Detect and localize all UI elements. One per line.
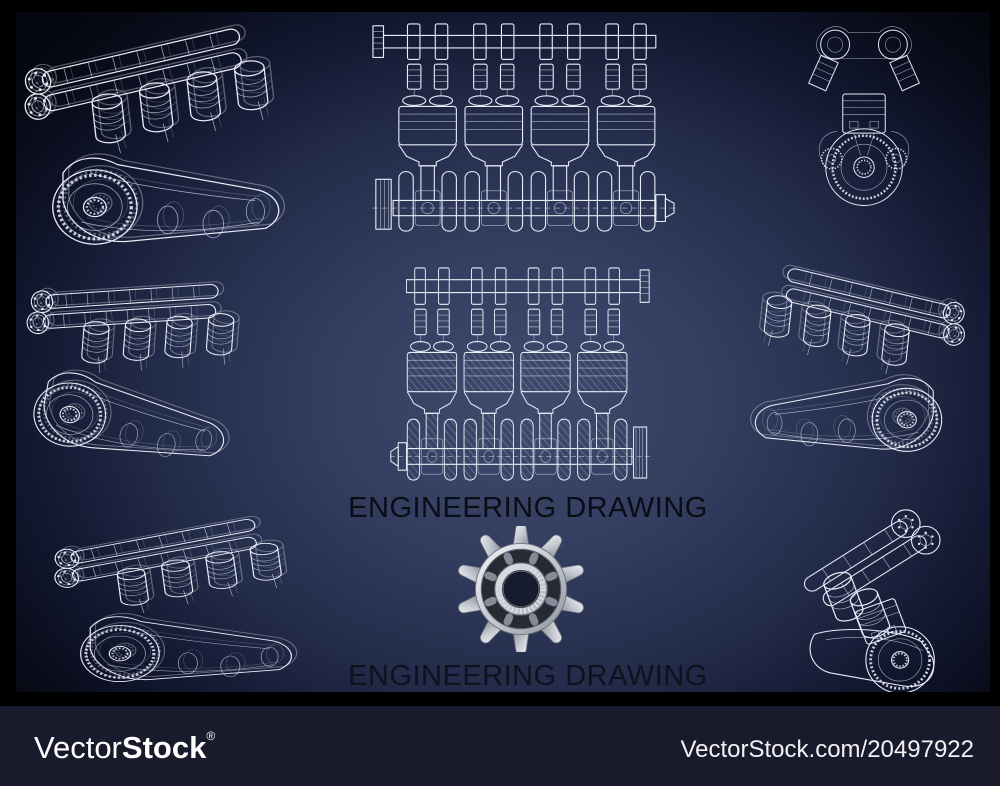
drawing-engine-top-left <box>22 14 318 258</box>
brand-bold-part: Stock <box>121 729 207 765</box>
watermark-bar: VectorStock® VectorStock.com/20497922 <box>0 706 1000 786</box>
frame-separator-band <box>0 692 1000 706</box>
brand-light-part: Vector <box>34 729 122 765</box>
drawing-engine-mid-left <box>18 262 270 469</box>
registered-mark: ® <box>206 728 216 743</box>
gear-icon <box>458 526 584 652</box>
credit-url: VectorStock.com/20497922 <box>680 736 974 763</box>
drawing-engine-mid-right <box>723 256 967 463</box>
main-title: ENGINEERING DRAWING <box>348 492 708 524</box>
vectorstock-logo: VectorStock® <box>34 730 215 763</box>
frame-top <box>0 0 1000 12</box>
frame-left <box>0 0 16 692</box>
secondary-title: ENGINEERING DRAWING <box>348 660 708 692</box>
drawing-engine-mid-center <box>390 266 650 482</box>
artwork-background <box>16 12 990 692</box>
drawing-engine-top-right <box>807 25 921 207</box>
drawing-engine-top-center <box>372 22 675 233</box>
frame-right <box>990 0 1000 692</box>
